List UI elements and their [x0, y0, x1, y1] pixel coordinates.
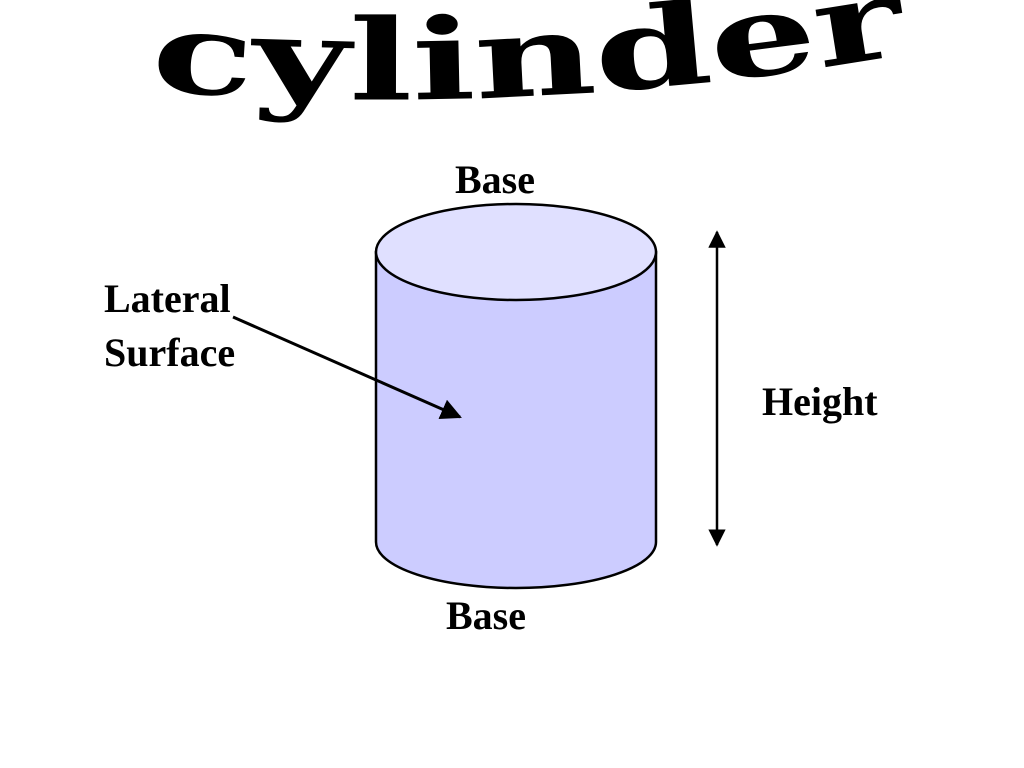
lateral-surface-label: Lateral Surface — [104, 272, 235, 380]
cylinder-top-base — [374, 202, 658, 302]
top-base-label: Base — [455, 157, 535, 202]
lateral-surface-arrow — [232, 315, 462, 419]
bottom-base-label: Base — [446, 593, 526, 638]
height-label: Height — [762, 379, 878, 424]
lateral-surface-label-line2: Surface — [104, 330, 236, 375]
cylinder-lateral-surface — [374, 250, 658, 590]
title-word-art: cylinder — [148, 0, 914, 127]
lateral-surface-label-line1: Lateral — [104, 276, 231, 321]
